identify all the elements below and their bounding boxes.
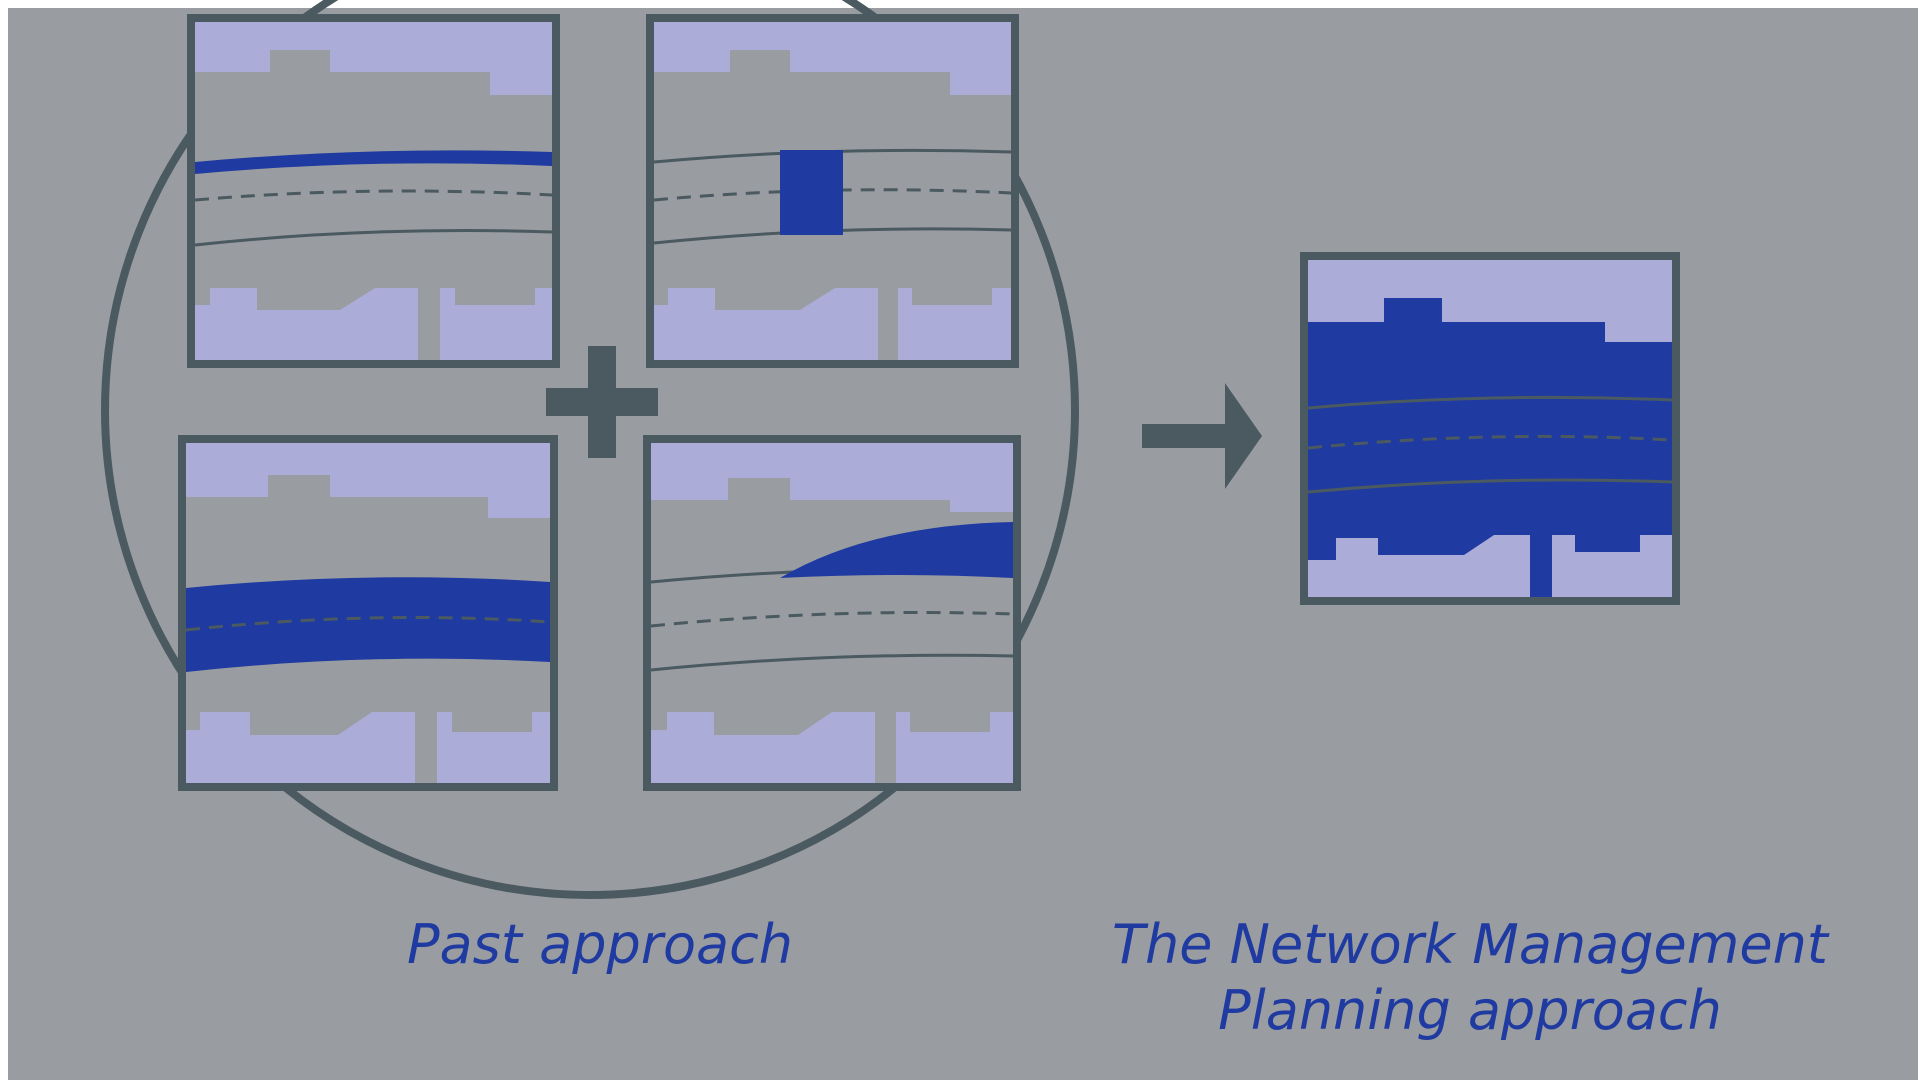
- road-work-band: [186, 577, 550, 672]
- building-block-bottom-right: [1552, 535, 1672, 597]
- caption-network-management-planning: The Network Management Planning approach: [1055, 912, 1885, 1044]
- building-block-top: [654, 22, 1011, 95]
- building-block-top: [186, 443, 550, 518]
- road-centre-line: [1308, 434, 1672, 450]
- building-block-top-left: [1308, 260, 1672, 322]
- road-work-block: [780, 150, 843, 235]
- building-block-bottom-left: [195, 288, 418, 360]
- panel-bottom-left: [178, 435, 558, 791]
- road-centre-line: [651, 611, 1013, 628]
- caption-past-approach: Past approach: [380, 912, 820, 978]
- building-block-bottom-right: [437, 712, 550, 783]
- building-block-top: [651, 443, 1013, 512]
- building-block-bottom-left: [654, 288, 878, 360]
- arrow-right-icon: [1142, 383, 1262, 489]
- building-block-top: [195, 22, 552, 95]
- past-approach-circle: [101, 0, 1079, 899]
- panel-bottom-right: [643, 435, 1021, 791]
- road-edge-line: [1308, 478, 1672, 494]
- road-centre-line: [654, 188, 1011, 202]
- road-work-strip: [195, 150, 552, 174]
- building-block-bottom-left: [186, 712, 415, 783]
- panel-top-left: [187, 14, 560, 368]
- building-block-bottom-right: [440, 288, 552, 360]
- road-edge-line: [651, 653, 1013, 672]
- building-block-bottom-right: [896, 712, 1013, 783]
- building-block-bottom-right: [898, 288, 1011, 360]
- building-block-bottom-left: [1308, 535, 1530, 597]
- road-edge-line: [195, 229, 552, 247]
- plus-icon: [546, 346, 658, 458]
- road-centre-line: [195, 189, 552, 202]
- road-centre-line: [186, 616, 550, 632]
- panel-top-right: [646, 14, 1019, 368]
- building-block-top-right: [1605, 322, 1672, 342]
- caption-nmp-line-2: Planning approach: [1218, 979, 1722, 1042]
- caption-nmp-line-1: The Network Management: [1112, 913, 1828, 976]
- road-work-kerb: [780, 522, 1013, 578]
- caption-past-approach-text: Past approach: [406, 913, 793, 976]
- building-block-bottom-left: [651, 712, 875, 783]
- panel-result: [1300, 252, 1680, 605]
- road-edge-line-top: [1308, 395, 1672, 410]
